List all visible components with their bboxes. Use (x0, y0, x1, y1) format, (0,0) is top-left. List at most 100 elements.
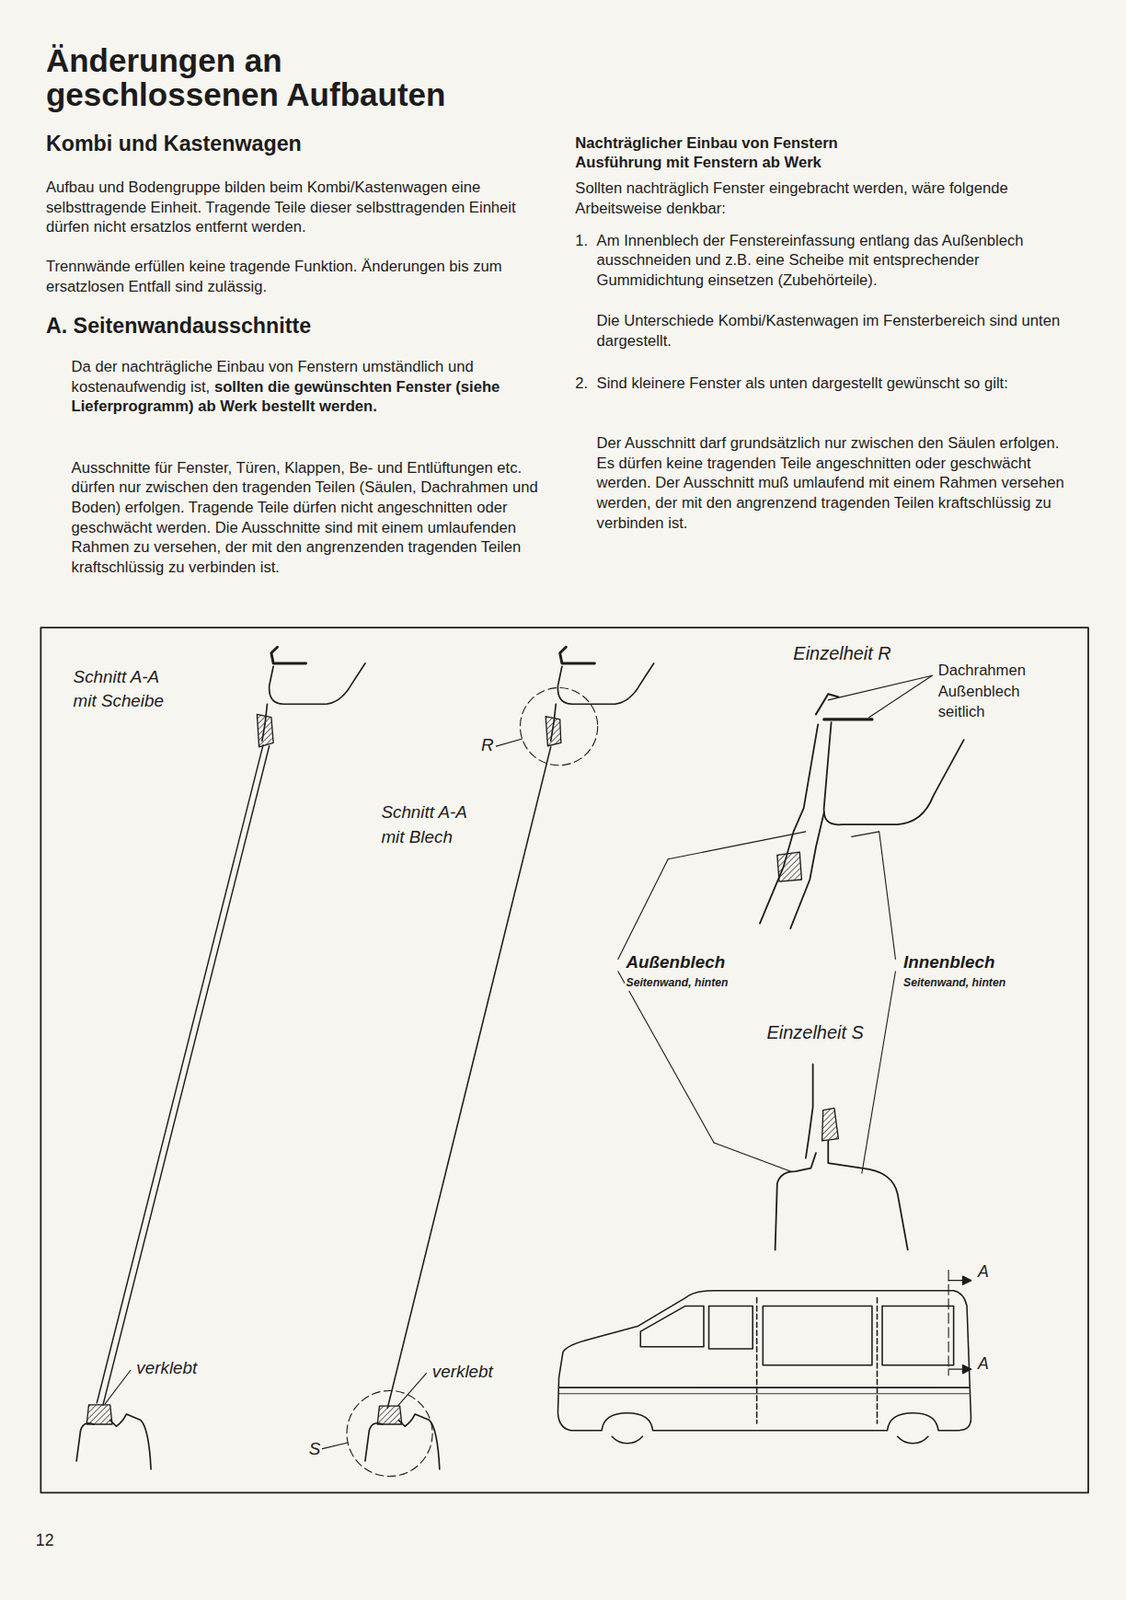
body-text: Am Innenblech der Fenstereinfassung entl… (597, 231, 1024, 289)
line-art (76, 1423, 94, 1461)
line-art (775, 1064, 908, 1251)
callout-label: verklebt (432, 1361, 494, 1381)
line-art (557, 663, 654, 704)
detail-letter: R (481, 735, 495, 755)
line-art (110, 1413, 151, 1470)
line-art (869, 675, 933, 717)
section-marker: A (977, 1262, 989, 1281)
line-art (560, 646, 596, 664)
line-art (640, 1305, 704, 1346)
body-text-block: Sind kleinere Fenster als unten dargeste… (597, 373, 1046, 394)
line-art (822, 1107, 839, 1140)
line-art (879, 831, 897, 960)
line-art (256, 713, 274, 747)
body-text-block: Aufbau und Bodengruppe bilden beim Kombi… (45, 177, 546, 238)
detail-letter-block: S (307, 1437, 323, 1461)
list-number-block: 2. (574, 373, 588, 394)
line-art (271, 646, 307, 664)
body-text: Die Unterschiede Kombi/Kastenwagen im Fe… (597, 311, 1061, 350)
body-text: Ausschnitte für Fenster, Türen, Klappen,… (71, 459, 539, 576)
part-label-block: Innenblech (901, 951, 997, 975)
section-label-block: Schnitt A-A mit Scheibe (71, 665, 183, 714)
line-art (104, 1369, 131, 1404)
line-art (519, 688, 598, 766)
line-art (96, 745, 264, 1403)
line-art (824, 722, 965, 825)
line-art (827, 1140, 908, 1251)
body-text: Aufbau und Bodengruppe bilden beim Kombi… (45, 178, 517, 236)
line-art (557, 1290, 971, 1431)
body-text-block: Am Innenblech der Fenstereinfassung entl… (597, 230, 1077, 291)
callout-label-block: verklebt (430, 1360, 495, 1384)
part-label-block: Außenblech (624, 951, 728, 975)
part-label-block: Dachrahmen Außenblech seitlich (936, 660, 1051, 723)
detail-letter-block: R (479, 734, 496, 758)
detail-title: Einzelheit S (767, 1022, 864, 1043)
line-art (882, 1305, 954, 1365)
sub-heading: Ausführung mit Fenstern ab Werk (574, 153, 822, 172)
part-sublabel: Seitenwand, hinten (903, 976, 1006, 989)
section-marker-block: A (976, 1261, 991, 1283)
line-art (103, 746, 270, 1405)
section-marker-block: A (976, 1353, 991, 1375)
detail-title: Einzelheit R (792, 643, 891, 664)
line-art (365, 1423, 383, 1461)
line-art (494, 738, 523, 747)
body-text-block: Trennwände erfüllen keine tragende Funkt… (45, 256, 546, 297)
line-art (269, 663, 366, 704)
sub-heading: Nachträglicher Einbau von Fenstern (574, 134, 838, 152)
body-text: Sind kleinere Fenster als unten dargeste… (597, 374, 1009, 392)
section-heading-block: Kombi und Kastenwagen (45, 129, 302, 158)
body-text-block: Da der nachträgliche Einbau von Fenstern… (71, 356, 543, 417)
callout-label-block: verklebt (134, 1356, 199, 1380)
part-label: Dachrahmen Außenblech seitlich (938, 661, 1026, 720)
body-text-block: Ausschnitte für Fenster, Türen, Klappen,… (71, 458, 552, 578)
line-art (827, 675, 932, 701)
section-heading: Kombi und Kastenwagen (45, 131, 302, 156)
line-art (851, 831, 880, 838)
part-label: Außenblech (626, 952, 726, 972)
line-art (346, 1390, 433, 1476)
line-art (713, 1142, 791, 1172)
line-art (805, 1064, 814, 1159)
line-art (876, 1298, 879, 1424)
line-art (611, 1436, 643, 1444)
sub-heading-block: Ausführung mit Fenstern ab Werk (574, 152, 822, 173)
body-text-block: Der Ausschnitt darf grundsätzlich nur zw… (597, 433, 1077, 533)
list-number-block: 1. (574, 230, 588, 252)
line-art (86, 1404, 113, 1425)
part-label: Innenblech (903, 952, 995, 972)
line-art (777, 851, 803, 882)
line-art (559, 1392, 970, 1394)
line-art (397, 1373, 426, 1406)
list-number: 2. (574, 374, 588, 392)
line-art (559, 1386, 970, 1389)
line-art (963, 1275, 972, 1285)
line-art (815, 693, 839, 714)
sub-heading-block: Nachträglicher Einbau von Fenstern (574, 133, 838, 154)
page-title: Änderungen an geschlossenen Aufbauten (45, 43, 506, 113)
line-art (709, 1305, 754, 1349)
line-art (40, 627, 1089, 1493)
section-label: Schnitt A-A mit Scheibe (73, 666, 164, 712)
callout-label: verklebt (136, 1357, 197, 1378)
line-art (321, 646, 654, 1476)
section-heading: A. Seitenwandausschnitte (45, 313, 311, 338)
section-heading-block: A. Seitenwandausschnitte (45, 311, 311, 340)
body-text: Trennwände erfüllen keine tragende Funkt… (45, 257, 503, 296)
line-art (963, 1365, 972, 1374)
section-marker: A (977, 1354, 989, 1373)
body-text: Der Ausschnitt darf grundsätzlich nur zw… (597, 434, 1065, 532)
part-sublabel-block: Seitenwand, hinten (624, 976, 731, 991)
line-art (897, 1436, 929, 1444)
line-art (40, 627, 1089, 1493)
line-art (667, 831, 806, 860)
page-number-block: 12 (35, 1529, 55, 1552)
line-art (618, 971, 714, 1143)
body-text: Sollten nachträglich Fenster eingebracht… (574, 179, 1008, 218)
section-label-block: Schnitt A-A mit Blech (379, 800, 490, 850)
line-art (399, 1413, 440, 1470)
line-art (557, 1270, 971, 1444)
section-label: Schnitt A-A mit Blech (380, 802, 467, 847)
line-art (618, 859, 668, 960)
